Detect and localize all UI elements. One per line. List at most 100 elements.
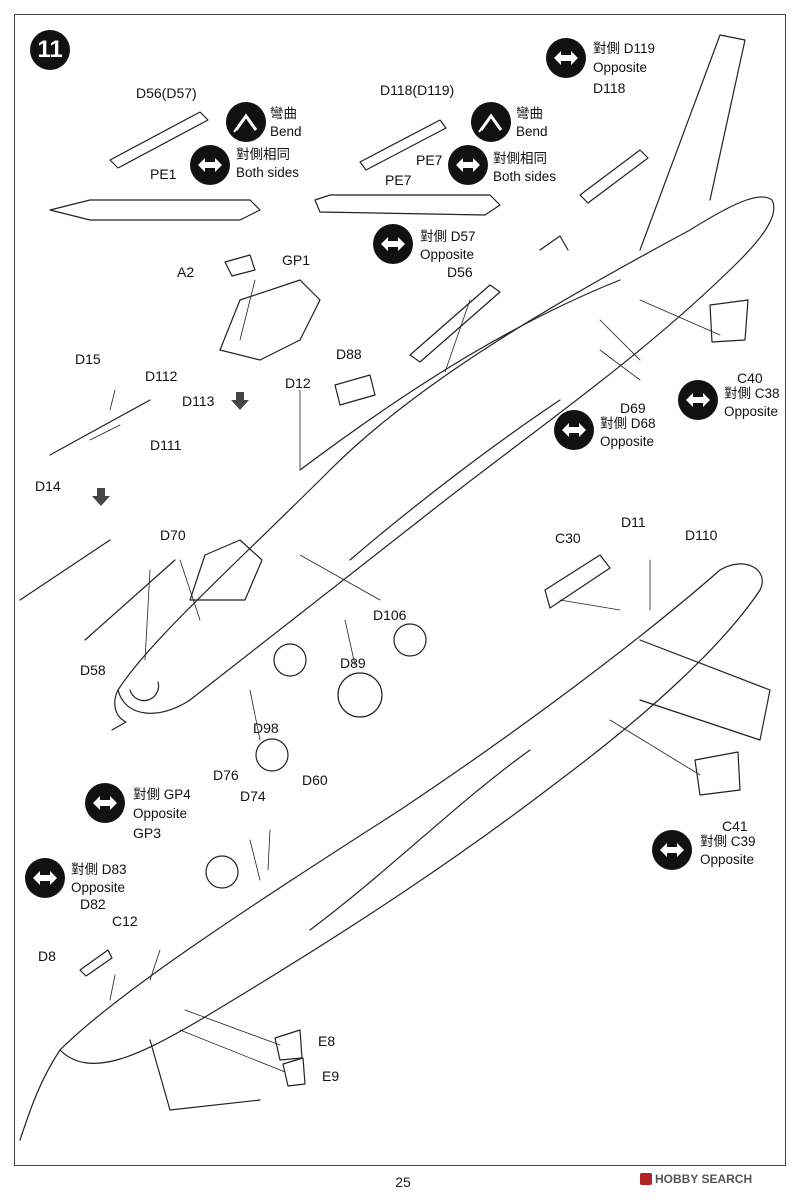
part-e9 (282, 1057, 306, 1087)
part-c41 (694, 751, 741, 796)
part-d56-rail (409, 284, 501, 363)
pylon-d56-d57-detail (109, 111, 209, 169)
note-opposite-c38-zh: 對側 C38 (724, 386, 780, 401)
label-d8: D8 (38, 948, 56, 964)
note-bend-zh-1: 彎曲 (270, 106, 297, 121)
lower-tail (149, 1039, 261, 1111)
detail-bubble-d106 (393, 623, 427, 657)
watermark-text: HOBBY SEARCH (655, 1172, 753, 1186)
watermark: HOBBY SEARCH (640, 1172, 752, 1186)
label-d12: D12 (285, 375, 311, 391)
lower-fuselage (59, 563, 763, 1064)
part-c30 (544, 554, 611, 609)
page-frame (14, 14, 786, 1166)
upper-dorsal-spine (299, 279, 621, 471)
part-d113-missile (49, 399, 151, 456)
part-d118-rail (579, 149, 649, 204)
note-opposite-c38-en: Opposite (724, 404, 779, 419)
label-pe7-a: PE7 (416, 152, 443, 168)
note-both-sides-zh-1: 對側相同 (236, 147, 290, 162)
note-opposite-gp4-zh: 對側 GP4 (133, 787, 191, 802)
label-d118: D118 (593, 80, 626, 96)
label-pe7-b: PE7 (385, 172, 412, 188)
note-opposite-d83-zh: 對側 D83 (71, 862, 127, 877)
label-d56-d57: D56(D57) (136, 85, 197, 101)
upper-landing-wheel (273, 643, 307, 677)
note-opposite-d119-en: Opposite (593, 60, 648, 75)
upper-ventral-fin (539, 235, 569, 251)
watermark-logo-icon (640, 1173, 652, 1185)
upper-nose-cone (111, 689, 127, 731)
label-pe1: PE1 (150, 166, 177, 182)
part-gp1 (219, 279, 321, 361)
label-d58: D58 (80, 662, 106, 678)
down-arrow-1 (231, 392, 249, 410)
label-d111: D111 (150, 437, 182, 453)
step-number-badge: 11 (30, 30, 70, 70)
note-opposite-d83-en: Opposite (71, 880, 126, 895)
part-d8 (79, 949, 113, 977)
label-d113: D113 (182, 393, 215, 409)
note-opposite-d68-en: Opposite (600, 434, 655, 449)
page-number: 25 (395, 1174, 411, 1190)
bend-icon (471, 102, 511, 142)
part-d70-missile (19, 539, 111, 601)
label-c41: C41 (722, 818, 748, 834)
label-d69: D69 (620, 400, 646, 416)
note-opposite-d57-zh: 對側 D57 (420, 229, 476, 244)
wing-strip-right (314, 194, 501, 216)
note-opposite-gp4-en: Opposite (133, 806, 188, 821)
lower-wing (639, 639, 771, 741)
label-e8: E8 (318, 1033, 336, 1049)
label-d82: D82 (80, 896, 106, 912)
label-d88: D88 (336, 346, 362, 362)
detail-bubble-d98 (255, 738, 289, 772)
leader-lines (89, 279, 721, 1073)
detail-bubble-d89 (337, 672, 383, 718)
double-arrow-icon (554, 410, 594, 450)
label-gp1: GP1 (282, 252, 311, 268)
note-both-sides-en-2: Both sides (493, 169, 557, 184)
double-arrow-icon (546, 38, 586, 78)
lower-dorsal-line (309, 749, 531, 931)
label-d14: D14 (35, 478, 61, 494)
note-opposite-d68-zh: 對側 D68 (600, 416, 656, 431)
label-d76: D76 (213, 767, 239, 783)
wing-strip-left (49, 199, 261, 221)
label-c30: C30 (555, 530, 581, 546)
label-d98: D98 (253, 720, 279, 736)
label-d56: D56 (447, 264, 473, 280)
double-arrow-icon (190, 145, 230, 185)
part-a2 (224, 254, 256, 277)
label-d106: D106 (373, 607, 407, 623)
double-arrow-icon (448, 145, 488, 185)
note-opposite-c39-en: Opposite (700, 852, 755, 867)
note-bend-en-1: Bend (270, 124, 302, 139)
upper-nose-intake (129, 681, 160, 702)
note-bend-zh-2: 彎曲 (516, 106, 543, 121)
upper-tail-fin (639, 34, 746, 251)
note-opposite-d119-zh: 對側 D119 (593, 41, 656, 56)
lower-nose-probe (19, 1049, 61, 1141)
lower-landing-wheel (205, 855, 239, 889)
label-d118-d119: D118(D119) (380, 82, 455, 98)
upper-fuselage (117, 196, 775, 714)
double-arrow-icon (25, 858, 65, 898)
note-opposite-d57-en: Opposite (420, 247, 475, 262)
part-d88 (334, 374, 376, 406)
part-c40 (709, 299, 749, 343)
part-d58-rail (84, 559, 176, 641)
note-both-sides-zh-2: 對側相同 (493, 151, 547, 166)
double-arrow-icon (373, 224, 413, 264)
label-c40: C40 (737, 370, 763, 386)
label-d11: D11 (621, 514, 646, 530)
double-arrow-icon (652, 830, 692, 870)
double-arrow-icon (85, 783, 125, 823)
double-arrow-icon (678, 380, 718, 420)
label-d110: D110 (685, 527, 718, 543)
note-both-sides-en-1: Both sides (236, 165, 300, 180)
label-d89: D89 (340, 655, 366, 671)
label-a2: A2 (177, 264, 195, 280)
bend-icon (226, 102, 266, 142)
